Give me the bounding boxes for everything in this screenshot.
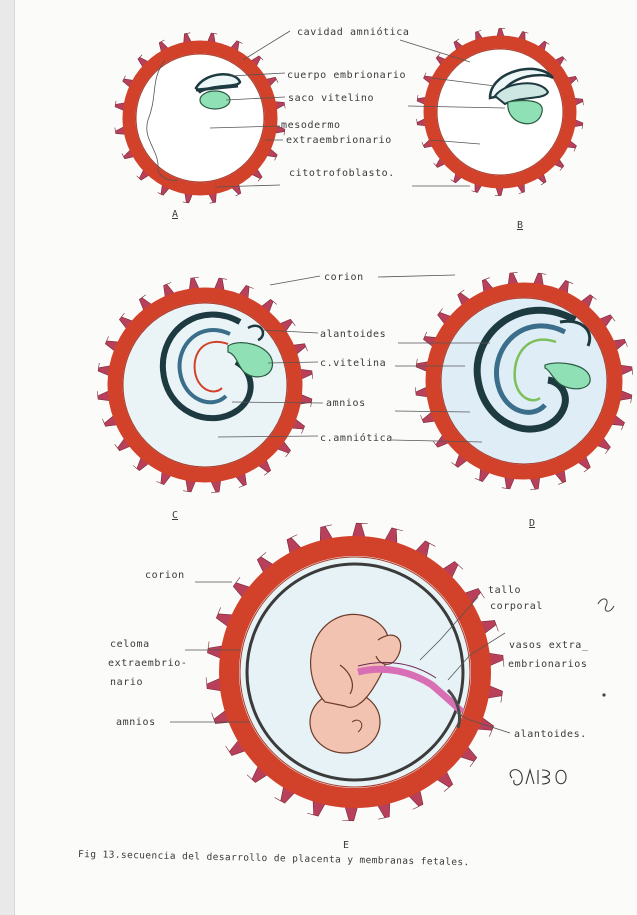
- figure-caption: Fig 13.secuencia del desarrollo de place…: [78, 849, 470, 868]
- label-yolk-c: c.vitelina: [320, 358, 386, 369]
- panel-b-chorion-ring: [430, 42, 570, 182]
- panel-a-letter: A: [172, 209, 178, 220]
- panel-c-chorion-ring: [115, 295, 295, 475]
- label-mesoderm-line2: extraembrionario: [286, 135, 392, 146]
- label-vessels-line1: vasos extra_: [509, 640, 589, 651]
- label-amnion-c: amnios: [326, 398, 366, 409]
- panel-d-letter: D: [529, 518, 535, 529]
- panel-c-letter: C: [172, 510, 178, 521]
- panel-b-letter: B: [517, 220, 523, 231]
- panel-a-chorion-ring: [129, 47, 271, 189]
- panel-b: B: [400, 28, 583, 231]
- label-embryonic-body: cuerpo embrionario: [287, 70, 406, 81]
- panel-d: D: [378, 272, 633, 529]
- label-amniotic-c: c.amniótica: [320, 432, 393, 444]
- label-stalk-line1: tallo: [488, 585, 521, 596]
- label-allantois-e: alantoides.: [514, 729, 587, 740]
- label-amniotic-cavity: cavidad amniótica: [297, 26, 410, 38]
- artist-signature: [510, 770, 566, 785]
- panel-e: corion celoma extraembrio- nario amnios …: [108, 523, 589, 851]
- label-cytotrophoblast: citotrofoblasto.: [289, 168, 395, 179]
- label-yolk-sac: saco vitelino: [288, 93, 374, 104]
- pen-scribble: [598, 599, 614, 697]
- label-coelom-line3: nario: [110, 677, 143, 688]
- panel-c: corion alantoides c.vitelina amnios c.am…: [97, 272, 393, 521]
- panel-a: cavidad amniótica cuerpo embrionario sac…: [115, 26, 410, 220]
- panel-a-yolk-sac: [200, 91, 230, 109]
- label-amnion-e: amnios: [116, 717, 156, 728]
- label-mesoderm-line1: mesodermo: [281, 120, 341, 131]
- label-stalk-line2: corporal: [490, 601, 543, 612]
- label-allantois-c: alantoides: [320, 329, 386, 340]
- label-chorion-e: corion: [145, 570, 185, 581]
- label-coelom-line1: celoma: [110, 639, 150, 650]
- label-coelom-line2: extraembrio-: [108, 658, 187, 669]
- panel-e-letter: E: [343, 840, 349, 851]
- label-chorion-c: corion: [324, 272, 364, 283]
- label-vessels-line2: embrionarios: [508, 659, 587, 670]
